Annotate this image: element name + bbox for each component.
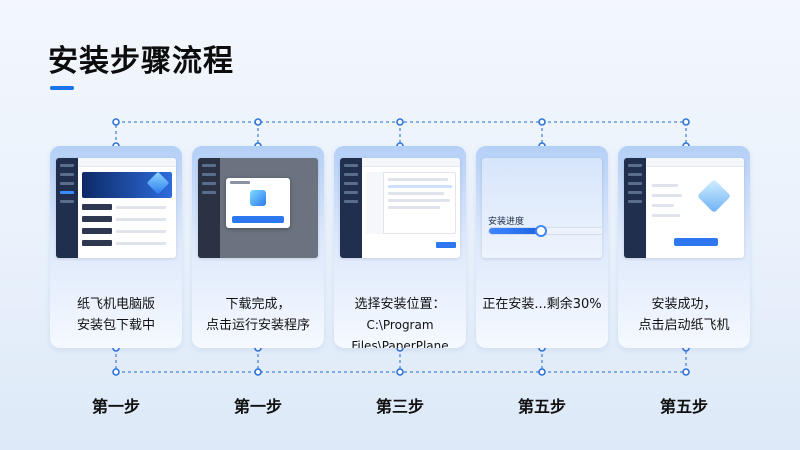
step-card-3: 选择安装位置： C:\Program Files\PaperPlane	[334, 146, 466, 348]
progress-knob	[535, 225, 548, 237]
card-text-line1: 下载完成，	[225, 297, 291, 312]
dialog-icon	[198, 158, 318, 258]
card-text-line2: 点击启动纸飞机	[638, 318, 730, 333]
step-card-4: 安装进度 正在安装...剩余30%	[476, 146, 608, 348]
step-label-4: 第五步	[517, 397, 566, 416]
step-label-3: 第三步	[375, 397, 424, 416]
step-card-2: 下载完成， 点击运行安装程序	[192, 146, 324, 348]
progress-track	[488, 225, 602, 237]
card-text-line2: C:\Program Files\PaperPlane	[351, 318, 449, 348]
connector-node	[682, 118, 690, 126]
connector-node	[112, 118, 120, 126]
connector-node	[682, 368, 690, 376]
card-text-line1: 安装成功，	[651, 297, 717, 312]
page-title: 安装步骤流程	[48, 44, 234, 79]
connector-node	[538, 118, 546, 126]
connector-node	[396, 118, 404, 126]
step-card-5: 安装成功， 点击启动纸飞机	[618, 146, 750, 348]
app-window-icon	[56, 158, 176, 258]
step-label-2: 第一步	[233, 397, 282, 416]
card-text-line1: 正在安装...剩余30%	[482, 297, 602, 312]
card-text-line1: 纸飞机电脑版	[76, 297, 155, 312]
connector-node	[538, 368, 546, 376]
step-card-1: 纸飞机电脑版 安装包下载中	[50, 146, 182, 348]
card-text-line1: 选择安装位置：	[354, 297, 446, 312]
card-text-line2: 安装包下载中	[76, 318, 155, 333]
step-label-5: 第五步	[659, 397, 708, 416]
connector-node	[112, 368, 120, 376]
title-underline	[50, 86, 74, 90]
connector-node	[396, 368, 404, 376]
connector-node	[254, 368, 262, 376]
success-cube-icon	[624, 158, 744, 258]
step-label-1: 第一步	[91, 397, 140, 416]
progress-label: 安装进度	[488, 217, 525, 227]
progress-bar-icon: 安装进度	[482, 158, 602, 258]
card-text-line2: 点击运行安装程序	[205, 318, 310, 333]
folder-list-icon	[340, 158, 460, 258]
connector-node	[254, 118, 262, 126]
progress-fill	[489, 228, 542, 234]
